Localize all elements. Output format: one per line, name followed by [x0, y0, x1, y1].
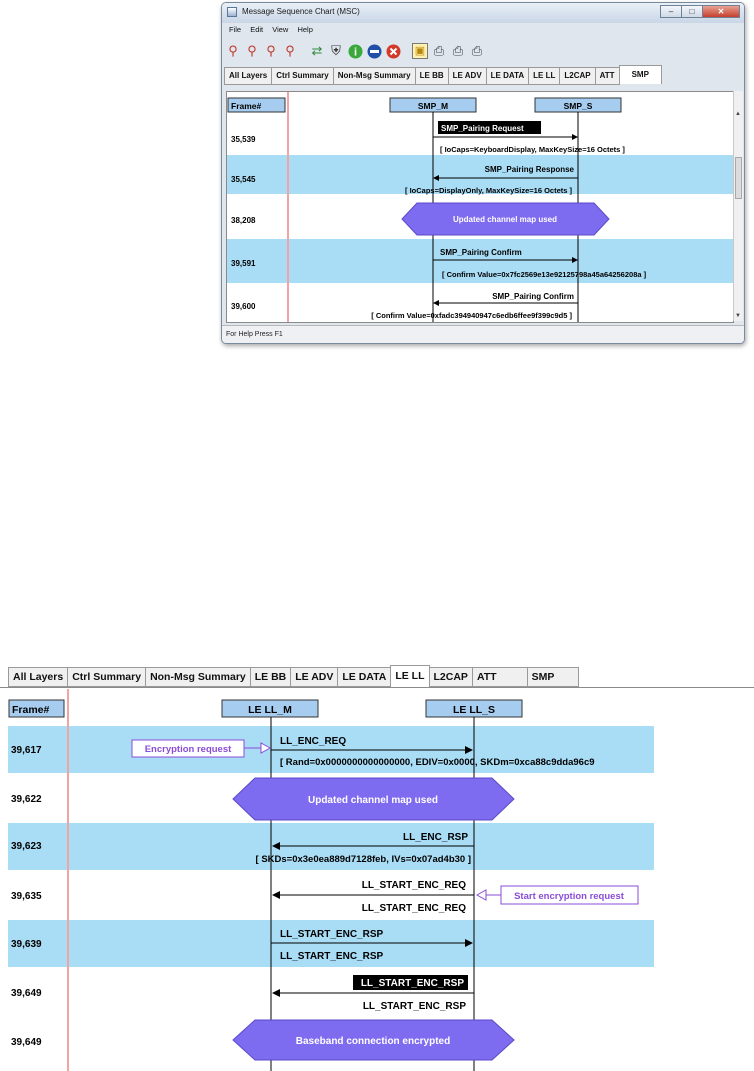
message-label-selected[interactable]: LL_START_ENC_RSP — [361, 978, 464, 989]
frame-number: 39,617 — [11, 745, 42, 756]
message-detail: LL_START_ENC_RSP — [280, 951, 383, 962]
info-icon[interactable]: i — [347, 43, 363, 59]
frame-header: Frame# — [12, 704, 50, 716]
lane-le-ll-s: LE LL_S — [453, 704, 495, 716]
message-label[interactable]: LL_ENC_RSP — [403, 832, 468, 843]
title-bar: Message Sequence Chart (MSC) – □ ✕ — [222, 3, 744, 23]
scroll-up-icon[interactable]: ▲ — [735, 111, 741, 117]
export-icon[interactable]: ⇄ — [311, 43, 323, 58]
message-detail: [ IoCaps=DisplayOnly, MaxKeySize=16 Octe… — [405, 186, 573, 195]
message-label[interactable]: LL_ENC_REQ — [280, 736, 346, 747]
maximize-button[interactable]: □ — [681, 5, 703, 18]
message-detail: LL_START_ENC_REQ — [362, 903, 466, 914]
frame-number: 39,635 — [11, 891, 42, 902]
tab-smp[interactable]: SMP — [526, 667, 580, 687]
frame-number: 35,539 — [231, 135, 256, 144]
minimize-button[interactable]: – — [660, 5, 682, 18]
frame-number: 38,208 — [231, 216, 256, 225]
tab-ctrl-summary[interactable]: Ctrl Summary — [67, 667, 147, 687]
message-label-selected[interactable]: SMP_Pairing Request — [441, 124, 524, 133]
start-encryption-annotation: Start encryption request — [514, 891, 625, 902]
tab-le-adv[interactable]: LE ADV — [447, 67, 487, 85]
frame-number: 39,639 — [11, 939, 42, 950]
tab-non-msg-summary[interactable]: Non-Msg Summary — [145, 667, 251, 687]
message-detail: LL_START_ENC_RSP — [363, 1001, 466, 1012]
message-detail: [ SKDs=0x3e0ea889d7128feb, IVs=0x07ad4b3… — [256, 854, 471, 865]
find-icon[interactable]: ⛨ — [331, 43, 341, 58]
frame-number: 39,649 — [11, 988, 42, 999]
frame-number: 39,600 — [231, 302, 256, 311]
tab-le-ll[interactable]: LE LL — [390, 665, 430, 686]
tab-le-adv[interactable]: LE ADV — [290, 667, 339, 687]
close-button[interactable]: ✕ — [702, 5, 740, 18]
tab-att[interactable]: ATT — [594, 67, 620, 85]
lane-le-ll-m: LE LL_M — [248, 704, 292, 716]
tab-non-msg-summary[interactable]: Non-Msg Summary — [332, 67, 416, 85]
lane-smp-m: SMP_M — [418, 101, 448, 111]
sequence-chart-le-ll: Frame# LE LL_M LE LL_S 39,617 LL_ENC_REQ… — [8, 689, 654, 1071]
app-icon — [227, 7, 237, 17]
window-title: Message Sequence Chart (MSC) — [242, 7, 360, 16]
zoom-out-icon[interactable]: ⚲ — [247, 43, 257, 58]
frame-header: Frame# — [231, 101, 262, 111]
frame-number: 39,649 — [11, 1037, 42, 1048]
frame-number: 39,623 — [11, 841, 42, 852]
svg-text:i: i — [353, 46, 356, 58]
message-label[interactable]: LL_START_ENC_REQ — [362, 880, 466, 891]
print-icon[interactable]: ⎙ — [433, 43, 445, 58]
frame-number: 39,622 — [11, 794, 42, 805]
tab-le-bb[interactable]: LE BB — [414, 67, 449, 85]
lane-smp-s: SMP_S — [564, 101, 593, 111]
layer-tabs-2: All Layers Ctrl Summary Non-Msg Summary … — [8, 665, 580, 687]
menu-help[interactable]: Help — [297, 25, 313, 34]
frame-number: 39,591 — [231, 259, 256, 268]
tab-le-data[interactable]: LE DATA — [337, 667, 392, 687]
frame-number: 35,545 — [231, 175, 256, 184]
message-detail: [ IoCaps=KeyboardDisplay, MaxKeySize=16 … — [440, 145, 625, 154]
message-detail: [ Confirm Value=0xfadc394940947c6edb6ffe… — [371, 311, 572, 320]
message-label[interactable]: LL_START_ENC_RSP — [280, 929, 383, 940]
zoom-reset-icon[interactable]: ⚲ — [285, 43, 295, 58]
event-label: Updated channel map used — [308, 795, 438, 806]
menu-view[interactable]: View — [272, 25, 289, 34]
tab-le-data[interactable]: LE DATA — [485, 67, 530, 85]
encryption-request-annotation: Encryption request — [145, 744, 232, 755]
message-detail: [ Confirm Value=0x7fc2569e13e92125798a45… — [442, 270, 647, 279]
sequence-chart-smp: Frame# SMP_M SMP_S 35,539 SMP_Pairing Re… — [226, 91, 734, 323]
stop-icon[interactable] — [366, 43, 382, 59]
event-label: Updated channel map used — [453, 215, 557, 224]
print-preview-icon[interactable]: ⎙ — [452, 43, 464, 58]
message-label[interactable]: SMP_Pairing Confirm — [492, 292, 574, 301]
error-icon[interactable] — [385, 43, 401, 59]
layer-tabs: All Layers Ctrl Summary Non-Msg Summary … — [224, 65, 662, 85]
toolbar: ⚲ ⚲ ⚲ ⚲ ⇄ ⛨ i ▣ ⎙ ⎙ ⎙ — [225, 40, 488, 62]
message-detail: [ Rand=0x0000000000000000, EDIV=0x0000, … — [280, 757, 595, 768]
message-label[interactable]: SMP_Pairing Confirm — [440, 248, 522, 257]
menu-file[interactable]: File — [229, 25, 242, 34]
lock-icon[interactable]: ▣ — [412, 43, 428, 59]
zoom-fit-icon[interactable]: ⚲ — [266, 43, 276, 58]
menu-bar: File Edit View Help — [222, 25, 744, 37]
tab-l2cap[interactable]: L2CAP — [559, 67, 596, 85]
tab-smp[interactable]: SMP — [618, 65, 662, 84]
zoom-in-icon[interactable]: ⚲ — [228, 43, 238, 58]
tab-divider — [0, 687, 754, 688]
print-setup-icon[interactable]: ⎙ — [471, 43, 483, 58]
event-label: Baseband connection encrypted — [296, 1036, 450, 1047]
vertical-scrollbar[interactable]: ▲ ▼ — [733, 91, 743, 321]
tab-l2cap[interactable]: L2CAP — [428, 667, 473, 687]
scroll-thumb[interactable] — [735, 157, 742, 199]
tab-ctrl-summary[interactable]: Ctrl Summary — [271, 67, 334, 85]
status-bar: For Help Press F1 — [222, 325, 744, 343]
tab-att[interactable]: ATT — [471, 667, 528, 687]
tab-le-ll[interactable]: LE LL — [528, 67, 561, 85]
tab-le-bb[interactable]: LE BB — [249, 667, 292, 687]
tab-all-layers[interactable]: All Layers — [224, 67, 273, 85]
menu-edit[interactable]: Edit — [250, 25, 264, 34]
msc-window: Message Sequence Chart (MSC) – □ ✕ File … — [221, 2, 745, 344]
scroll-down-icon[interactable]: ▼ — [735, 313, 741, 319]
tab-all-layers[interactable]: All Layers — [8, 667, 69, 687]
message-label[interactable]: SMP_Pairing Response — [485, 165, 575, 174]
